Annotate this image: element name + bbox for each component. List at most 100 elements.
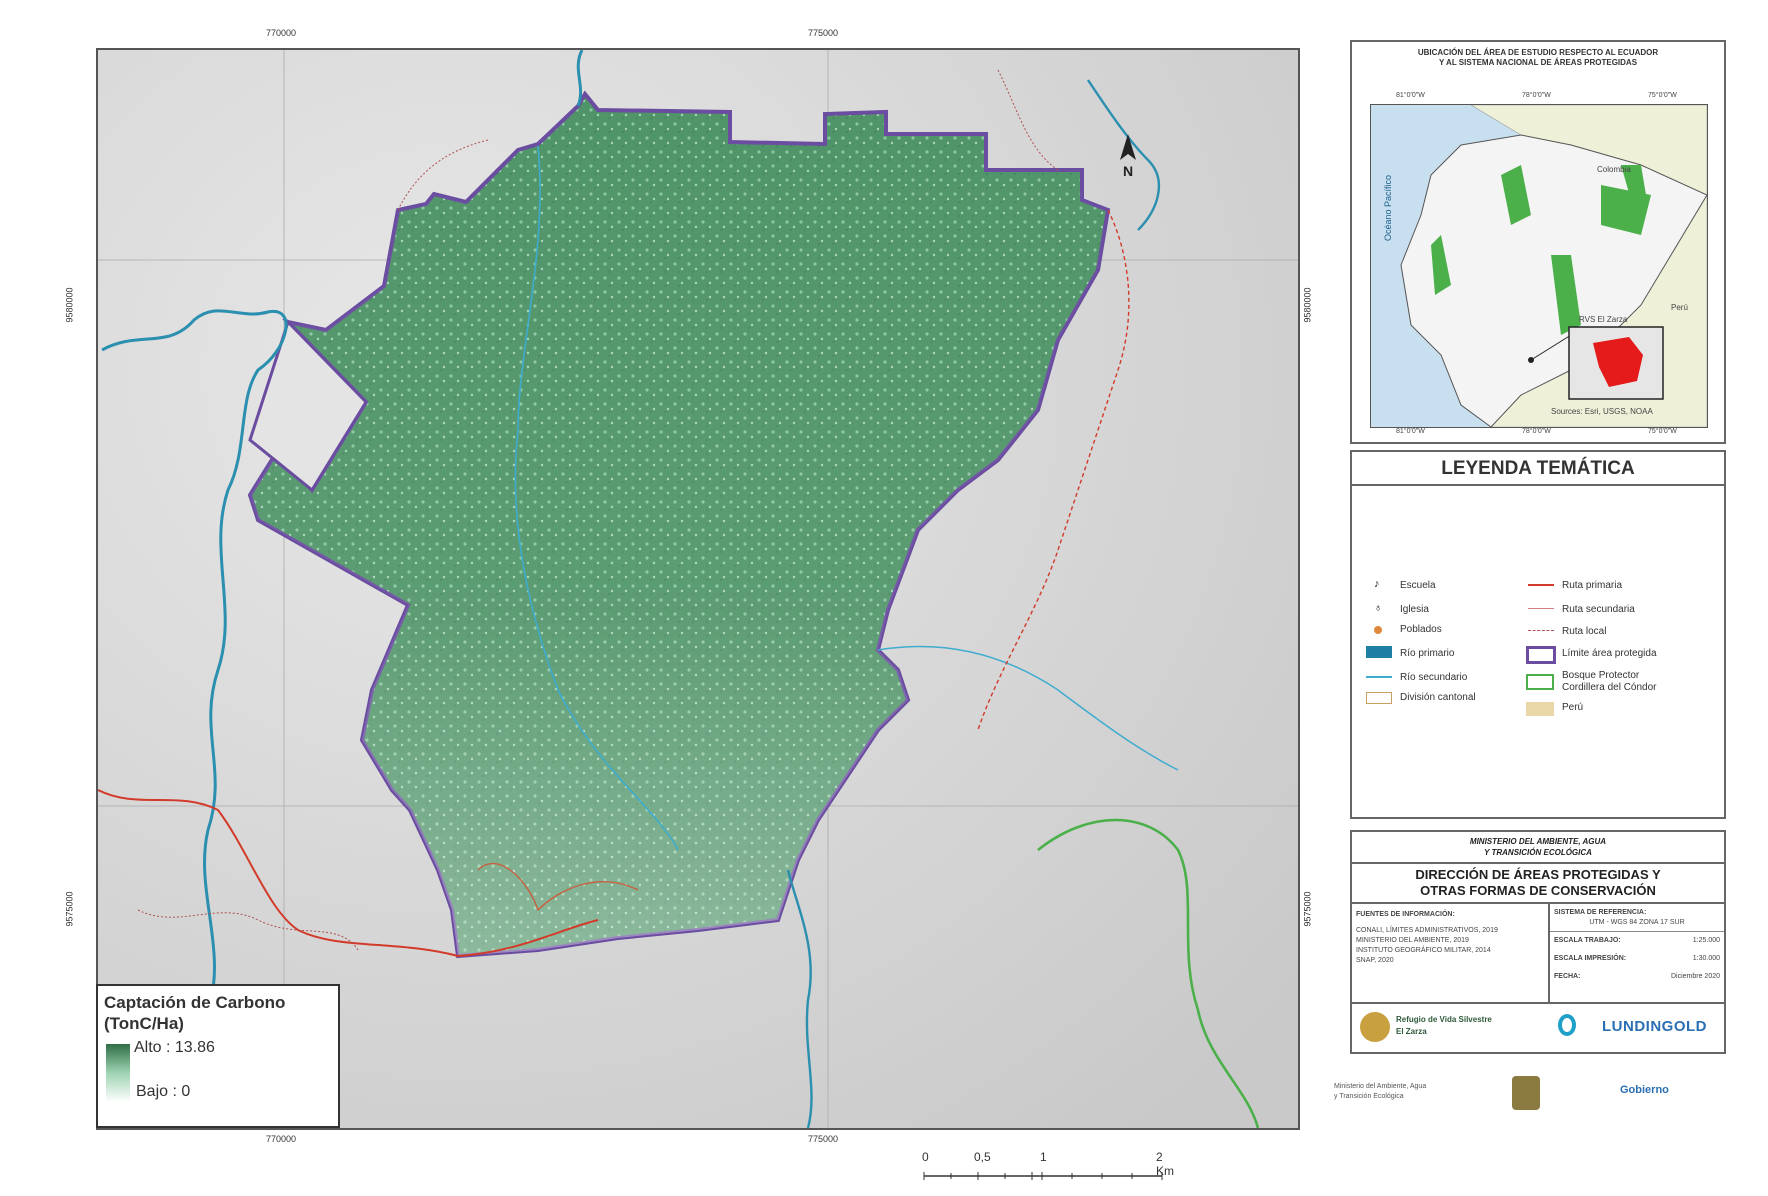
coord-right-lower: 9575000 — [1302, 891, 1313, 927]
inset-site-label: RVS El Zarza — [1579, 315, 1628, 324]
excluded-area — [248, 319, 368, 493]
reference-value: UTM - WGS 84 ZONA 17 SUR — [1550, 918, 1724, 932]
secondary-route — [397, 139, 489, 211]
inset-title: UBICACIÓN DEL ÁREA DE ESTUDIO RESPECTO A… — [1417, 48, 1659, 67]
coord-left-upper: 9580000 — [64, 287, 75, 323]
secondary-river-swatch — [1366, 676, 1392, 678]
carbon-legend: Captación de Carbono (TonC/Ha) Alto : 13… — [96, 984, 340, 1128]
primary-route-south — [98, 789, 599, 958]
primary-river-south — [786, 869, 813, 1128]
carbon-high-label: Alto : 13.86 — [134, 1039, 215, 1056]
carbon-legend-title: Captación de Carbono (TonC/Ha) — [104, 993, 286, 1033]
protector-forest-boundary — [1037, 818, 1260, 1128]
carbon-low-label: Bajo : 0 — [136, 1083, 191, 1100]
primary-route-swatch — [1528, 584, 1554, 586]
inset-source-label: Sources: Esri, USGS, NOAA — [1551, 407, 1653, 416]
footer-logos: Ministerio del Ambiente, Agua y Transici… — [1330, 1070, 1730, 1120]
ministry-footer-text: Ministerio del Ambiente, Agua y Transici… — [1334, 1083, 1427, 1100]
location-inset-panel: UBICACIÓN DEL ÁREA DE ESTUDIO RESPECTO A… — [1350, 40, 1726, 444]
refuge-logo-text: Refugio de Vida Silvestre El Zarza — [1396, 1015, 1492, 1036]
protected-areas — [1431, 165, 1651, 335]
print-scale-label: ESCALA IMPRESIÓN: — [1554, 955, 1627, 962]
refuge-logo-icon — [1360, 1012, 1390, 1042]
inset-ocean-label: Océano Pacífico — [1383, 175, 1393, 242]
secondary-route-swatch — [1528, 608, 1554, 609]
map-info-panel: MINISTERIO DEL AMBIENTE, AGUA Y TRANSICI… — [1350, 830, 1726, 1054]
carbon-color-ramp — [106, 1044, 130, 1102]
legend-title: LEYENDA TEMÁTICA — [1441, 458, 1635, 479]
primary-river-north — [576, 50, 584, 107]
svg-text:N: N — [1123, 163, 1133, 179]
conservation-logo-icon — [1558, 1014, 1576, 1036]
internal-route-south — [477, 863, 639, 912]
direction-name: DIRECCIÓN DE ÁREAS PROTEGIDAS Y OTRAS FO… — [1415, 867, 1661, 898]
legend-item-limite-area-protegida: Límite área protegida — [1562, 648, 1657, 659]
coord-left-lower: 9575000 — [64, 891, 75, 927]
print-scale-value: 1:30.000 — [1692, 955, 1720, 962]
legend-item-rio-secundario: Río secundario — [1400, 672, 1468, 683]
legend-item-division-cantonal: División cantonal — [1400, 692, 1476, 703]
secondary-river — [514, 145, 679, 851]
coat-of-arms-icon — [1512, 1076, 1540, 1110]
protector-forest-swatch — [1526, 674, 1554, 690]
thematic-legend-panel: LEYENDA TEMÁTICA ♪ Escuela ♁ Iglesia Pob… — [1350, 450, 1726, 819]
inset-peru-label: Perú — [1671, 303, 1688, 312]
canton-division-swatch — [1366, 692, 1392, 704]
primary-river-swatch — [1366, 646, 1392, 658]
local-route — [137, 909, 359, 951]
ministry-row: MINISTERIO DEL AMBIENTE, AGUA Y TRANSICI… — [1352, 832, 1724, 864]
inset-top-tick: 78°0'0"W — [1522, 92, 1551, 99]
direction-row: DIRECCIÓN DE ÁREAS PROTEGIDAS Y OTRAS FO… — [1352, 864, 1724, 904]
lundin-logo: LUNDINGOLD — [1602, 1018, 1707, 1035]
north-arrow: N — [1120, 134, 1136, 179]
protected-boundary-swatch — [1526, 646, 1556, 664]
work-scale-label: ESCALA TRABAJO: — [1554, 937, 1621, 944]
legend-item-ruta-secundaria: Ruta secundaria — [1562, 604, 1635, 615]
school-icon: ♪ — [1374, 578, 1380, 590]
logos-row: Refugio de Vida Silvestre El Zarza LUNDI… — [1352, 1006, 1724, 1050]
inset-bottom-tick: 81°0'0"W — [1396, 428, 1425, 435]
sources-text: CONALI, LÍMITES ADMINISTRATIVOS, 2019 MI… — [1356, 927, 1498, 964]
primary-river-east — [1087, 79, 1161, 231]
sources-title: FUENTES DE INFORMACIÓN: — [1356, 911, 1455, 918]
ecuador-map — [1371, 105, 1707, 427]
protected-area-fade — [250, 94, 1108, 956]
inset-map: Océano Pacífico Colombia Perú RVS El Zar… — [1370, 104, 1708, 428]
site-shape — [1593, 337, 1643, 387]
scale-label-half: 0,5 — [974, 1150, 991, 1164]
sources-block: FUENTES DE INFORMACIÓN: CONALI, LÍMITES … — [1352, 904, 1550, 1004]
scale-label-2km: 2 Km — [1156, 1150, 1174, 1178]
reference-block: SISTEMA DE REFERENCIA: UTM - WGS 84 ZONA… — [1550, 904, 1724, 1004]
legend-item-poblados: Poblados — [1400, 624, 1442, 635]
inset-top-tick: 81°0'0"W — [1396, 92, 1425, 99]
reference-title: SISTEMA DE REFERENCIA: — [1554, 909, 1647, 916]
peru-swatch — [1526, 702, 1554, 716]
primary-river-west — [101, 309, 288, 1128]
map-canvas: N — [98, 50, 1298, 1128]
legend-item-ruta-local: Ruta local — [1562, 626, 1607, 637]
church-icon: ♁ — [1374, 602, 1383, 614]
legend-item-escuela: Escuela — [1400, 580, 1436, 591]
coord-bottom-right: 775000 — [808, 1134, 839, 1144]
scale-label-0: 0 — [922, 1150, 929, 1164]
inset-bottom-tick: 75°0'0"W — [1648, 428, 1677, 435]
date-label: FECHA: — [1554, 973, 1581, 980]
date-value: Diciembre 2020 — [1670, 973, 1720, 980]
work-scale-value: 1:25.000 — [1692, 937, 1720, 944]
ministry-name: MINISTERIO DEL AMBIENTE, AGUA Y TRANSICI… — [1469, 837, 1607, 857]
scale-bar-graphic — [923, 1172, 1163, 1180]
legend-divider — [1352, 484, 1724, 486]
inset-colombia-label: Colombia — [1597, 165, 1631, 174]
legend-item-peru: Perú — [1562, 702, 1584, 713]
legend-item-ruta-primaria: Ruta primaria — [1562, 580, 1623, 591]
gobierno-logo: Gobierno — [1620, 1084, 1669, 1096]
town-icon — [1374, 626, 1382, 634]
coord-bottom-left: 770000 — [266, 1134, 297, 1144]
leader-line — [1530, 334, 1572, 361]
main-map[interactable]: N — [96, 48, 1300, 1130]
coord-top-right: 775000 — [808, 28, 839, 38]
coord-right-upper: 9580000 — [1302, 287, 1313, 323]
inset-top-tick: 75°0'0"W — [1648, 92, 1677, 99]
legend-item-rio-primario: Río primario — [1400, 648, 1455, 659]
inset-bottom-tick: 78°0'0"W — [1522, 428, 1551, 435]
